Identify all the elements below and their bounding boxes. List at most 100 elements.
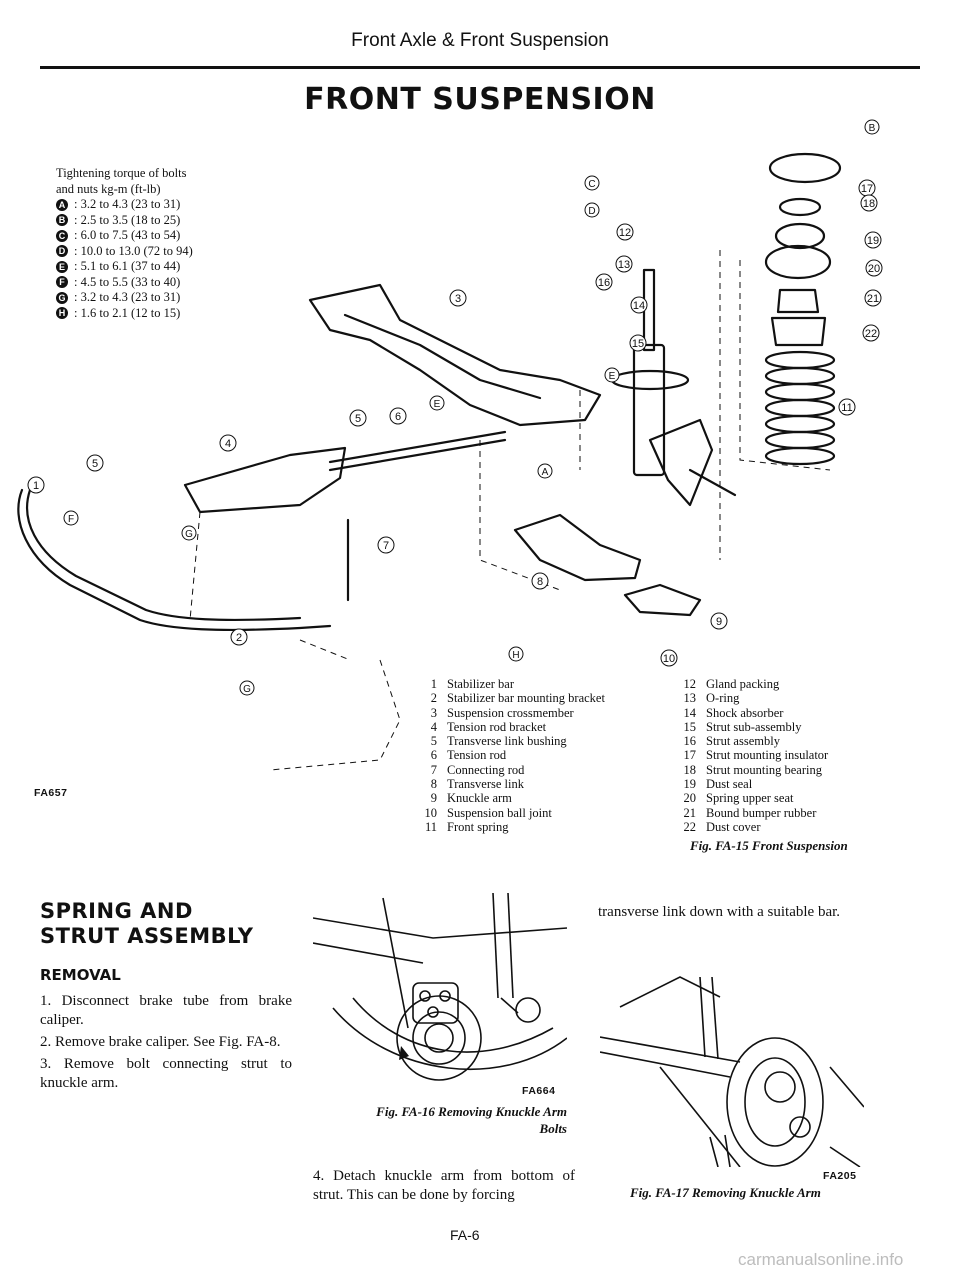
section-heading-line2: STRUT ASSEMBLY bbox=[40, 924, 254, 948]
stabilizer-bar-drawing bbox=[17, 488, 332, 632]
torque-letter-G2: G bbox=[239, 680, 255, 696]
svg-text:G: G bbox=[185, 529, 193, 540]
fig16-caption-line2: Bolts bbox=[539, 1121, 567, 1136]
torque-row: D: 10.0 to 13.0 (72 to 94) bbox=[56, 244, 193, 260]
legend-row: 5 Transverse link bushing bbox=[415, 734, 605, 748]
removal-steps: 1. Disconnect brake tube from brake cali… bbox=[40, 992, 292, 1096]
dust-seal-drawing bbox=[774, 222, 826, 250]
page-title: FRONT SUSPENSION bbox=[304, 82, 656, 117]
torque-letter-B: B bbox=[864, 119, 880, 135]
removal-step: 2. Remove brake caliper. See Fig. FA-8. bbox=[40, 1034, 281, 1050]
torque-letter-E2: E bbox=[429, 395, 445, 411]
torque-row: C: 6.0 to 7.5 (43 to 54) bbox=[56, 228, 193, 244]
legend-name: Transverse link bbox=[447, 777, 524, 792]
torque-letter-C: C bbox=[584, 175, 600, 191]
svg-text:5: 5 bbox=[92, 458, 98, 470]
torque-letter-H: H bbox=[508, 646, 524, 662]
torque-key-badge: G bbox=[56, 291, 68, 304]
torque-key-badge: D bbox=[56, 245, 68, 258]
fig15-code: FA657 bbox=[34, 787, 68, 799]
svg-text:11: 11 bbox=[841, 402, 852, 414]
callout-5: 5 bbox=[86, 454, 104, 472]
legend-num: 1 bbox=[430, 677, 437, 691]
legend-num: 12 bbox=[683, 677, 697, 691]
legend-num: 18 bbox=[683, 762, 697, 777]
torque-key-badge: E bbox=[56, 260, 68, 273]
torque-value: : 3.2 to 4.3 (23 to 31) bbox=[74, 197, 181, 211]
transverse-link-drawing bbox=[513, 513, 642, 582]
torque-key-badge: F bbox=[56, 276, 68, 289]
callout-22: 22 bbox=[862, 324, 880, 342]
page-number: FA-6 bbox=[450, 1227, 480, 1243]
svg-text:14: 14 bbox=[633, 300, 645, 312]
legend-num: 9 bbox=[430, 791, 437, 806]
tension-rod-drawing bbox=[328, 430, 507, 464]
svg-text:F: F bbox=[68, 514, 74, 525]
legend-name: Suspension crossmember bbox=[447, 705, 574, 720]
torque-letter-E: E bbox=[604, 367, 620, 383]
legend-name: Tension rod bracket bbox=[447, 719, 547, 734]
section-heading-line1: SPRING AND bbox=[40, 899, 193, 923]
torque-value: : 1.6 to 2.1 (12 to 15) bbox=[74, 305, 181, 320]
legend-name: Knuckle arm bbox=[447, 791, 512, 806]
fig16-caption: Fig. FA-16 Removing Knuckle Arm Bolts bbox=[343, 1103, 567, 1137]
legend-row: 9 Knuckle arm bbox=[415, 791, 605, 805]
strut-mount-insulator-drawing bbox=[768, 152, 842, 184]
legend-name: Dust cover bbox=[706, 819, 761, 834]
fig16-photo bbox=[313, 892, 567, 1081]
legend-name: Strut mounting insulator bbox=[706, 748, 829, 763]
dust-cover-drawing bbox=[770, 316, 827, 347]
torque-row: E : 5.1 to 6.1 (37 to 44) bbox=[56, 259, 193, 275]
svg-text:H: H bbox=[512, 650, 519, 661]
callout-10: 10 bbox=[660, 649, 678, 667]
svg-text:7: 7 bbox=[383, 540, 389, 552]
knuckle-arm-drawing bbox=[623, 583, 702, 617]
legend-num: 20 bbox=[683, 791, 697, 806]
callout-2: 2 bbox=[230, 628, 248, 646]
legend-num: 5 bbox=[430, 734, 437, 749]
callout-16: 16 bbox=[595, 273, 613, 291]
legend-num: 16 bbox=[683, 734, 697, 749]
legend-name: Transverse link bushing bbox=[447, 734, 567, 749]
legend-num: 17 bbox=[683, 748, 697, 763]
removal-step: 3. Remove bolt connecting strut to knuck… bbox=[40, 1056, 292, 1091]
spring-upper-seat-drawing bbox=[764, 244, 832, 280]
spring-seat-drawing bbox=[610, 369, 690, 391]
legend-name: Suspension ball joint bbox=[447, 805, 552, 820]
legend-name: Shock absorber bbox=[706, 705, 784, 720]
torque-value: : 5.1 to 6.1 (37 to 44) bbox=[74, 259, 181, 273]
svg-text:4: 4 bbox=[225, 438, 231, 450]
svg-text:A: A bbox=[542, 467, 549, 478]
legend-num: 8 bbox=[430, 777, 437, 792]
legend-name: O-ring bbox=[706, 691, 740, 706]
torque-table: Tightening torque of bolts and nuts kg-m… bbox=[56, 166, 193, 321]
torque-letter-F: F bbox=[63, 510, 79, 526]
torque-letter-G: G bbox=[181, 525, 197, 541]
callout-20: 20 bbox=[865, 259, 883, 277]
fig16-code: FA664 bbox=[522, 1085, 556, 1097]
coil-spring-drawing bbox=[764, 350, 836, 466]
knuckle-spindle-drawing bbox=[648, 418, 714, 507]
fig16-caption-line1: Fig. FA-16 Removing Knuckle Arm bbox=[376, 1104, 567, 1119]
svg-text:21: 21 bbox=[867, 293, 879, 305]
svg-text:12: 12 bbox=[619, 227, 631, 239]
torque-row: G: 3.2 to 4.3 (23 to 31) bbox=[56, 290, 193, 306]
torque-value: : 2.5 to 3.5 (18 to 25) bbox=[74, 212, 181, 227]
torque-value: : 4.5 to 5.5 (33 to 40) bbox=[74, 274, 181, 289]
legend-name: Bound bumper rubber bbox=[706, 805, 817, 820]
callout-7: 7 bbox=[377, 536, 395, 554]
svg-text:13: 13 bbox=[618, 259, 630, 271]
callout-3: 3 bbox=[449, 289, 467, 307]
svg-text:D: D bbox=[588, 206, 595, 217]
svg-text:18: 18 bbox=[863, 198, 875, 210]
legend-name: Strut mounting bearing bbox=[706, 762, 822, 777]
